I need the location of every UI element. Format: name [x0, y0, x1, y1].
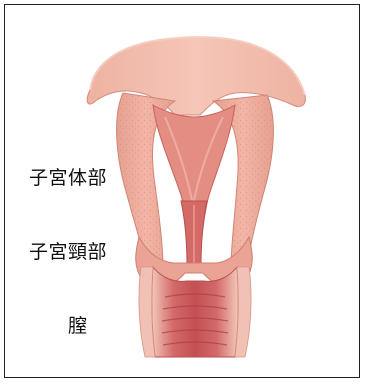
figure-frame: 子宮体部 子宮頸部 膣 [4, 4, 360, 378]
label-uterine-body: 子宮体部 [29, 163, 107, 190]
vagina [152, 267, 239, 357]
label-vagina: 膣 [68, 311, 88, 338]
uterus-illustration [5, 5, 361, 379]
label-cervix: 子宮頸部 [29, 237, 107, 264]
